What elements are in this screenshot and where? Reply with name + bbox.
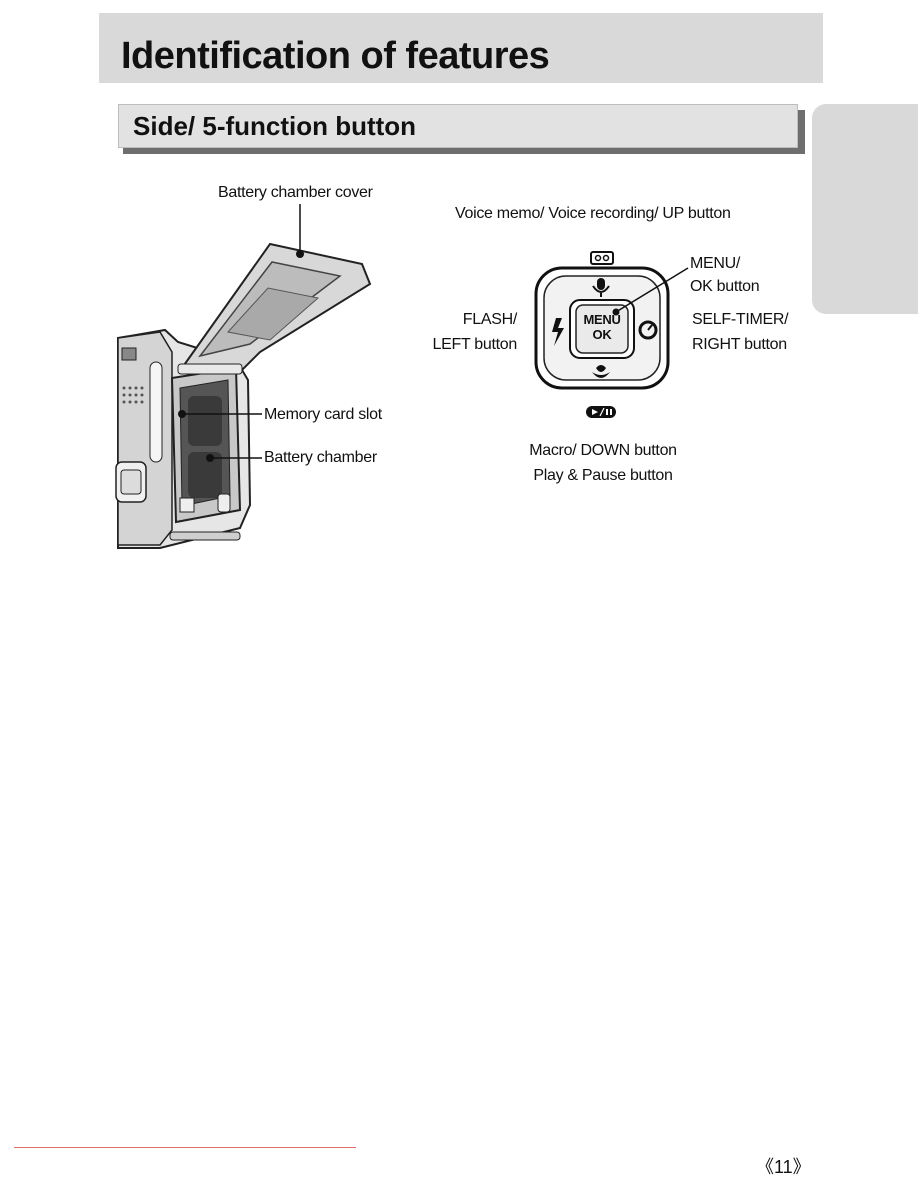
down-button-label: Macro/ DOWN button [529, 442, 677, 459]
memory-card-slot-label: Memory card slot [264, 406, 382, 423]
ok-button-label: OK [592, 327, 612, 342]
macro-flower-icon [592, 365, 610, 378]
menu-leader [612, 267, 689, 316]
microphone-icon [592, 278, 610, 297]
menu-ok-button-text: MENU OK [576, 312, 628, 342]
page-title: Identification of features [121, 35, 550, 77]
camera-leader-lines [182, 204, 301, 459]
title-bar: Identification of features [99, 13, 823, 83]
up-button-label: Voice memo/ Voice recording/ UP button [455, 205, 731, 222]
page-number: 《11》 [756, 1157, 811, 1177]
play-pause-label: Play & Pause button [533, 467, 673, 484]
menu-button-label: MENU [583, 312, 621, 327]
play-pause-icon [586, 406, 616, 418]
self-timer-icon [638, 320, 658, 340]
camera-leader-dots [178, 250, 304, 462]
flash-icon [552, 318, 564, 346]
self-timer-label-line1: SELF-TIMER/ [692, 311, 789, 328]
menu-label-line2: OK button [690, 278, 760, 295]
menu-label-line1: MENU/ [690, 255, 741, 272]
five-function-pad [534, 266, 670, 390]
section-bar: Side/ 5-function button [118, 104, 798, 148]
flash-label-line2: LEFT button [432, 336, 518, 353]
camera-illustration [115, 242, 372, 549]
self-timer-label-line2: RIGHT button [692, 336, 787, 353]
battery-cover-label: Battery chamber cover [218, 184, 373, 201]
section-title: Side/ 5-function button [133, 111, 417, 141]
voice-tape-icon [590, 251, 614, 265]
footer-rule [14, 1147, 356, 1148]
battery-chamber-label: Battery chamber [264, 449, 377, 466]
flash-label-line1: FLASH/ [462, 311, 518, 328]
side-tab [812, 104, 918, 314]
